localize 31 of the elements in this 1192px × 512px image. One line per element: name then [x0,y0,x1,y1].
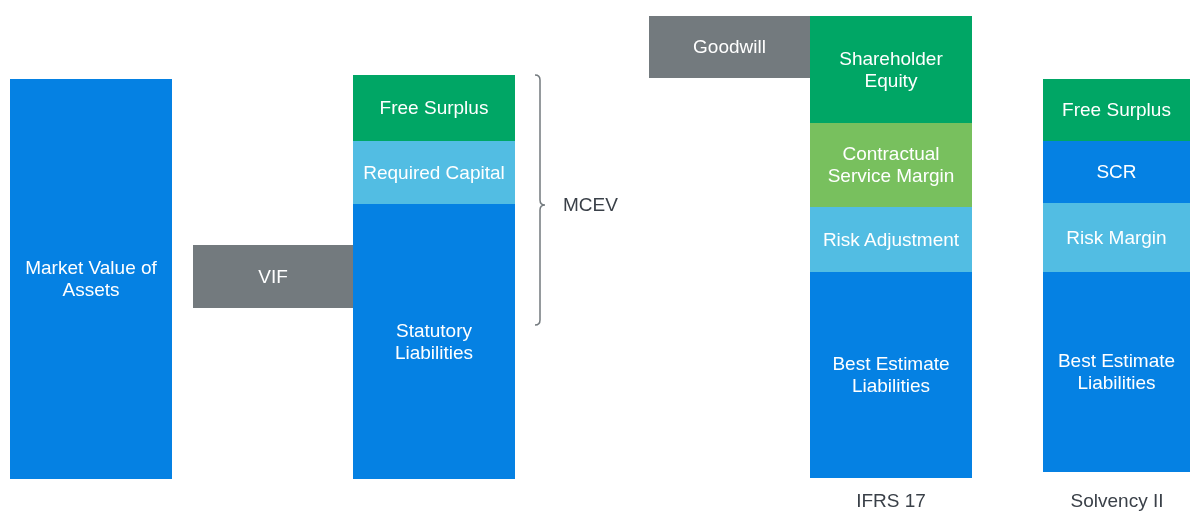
stack-segment [810,16,972,123]
stack-segment [353,141,515,204]
segment-label: Best Estimate Liabilities [1056,350,1177,394]
segment-label: Free Surplus [1061,99,1172,121]
stack-segment [810,272,972,478]
segment-label: Free Surplus [378,97,490,119]
stack-segment [1043,141,1190,203]
column-label: Solvency II [1070,490,1164,512]
segment-label: Market Value of Assets [24,257,158,301]
segment-label: VIF [257,265,289,288]
value-block [193,245,353,308]
segment-label: Statutory Liabilities [393,319,475,364]
segment-label: Contractual Service Margin [826,143,956,187]
segment-label: Required Capital [362,161,506,184]
value-block [649,16,810,78]
stack-segment [353,204,515,479]
stack-segment [1043,79,1190,141]
stack-segment [810,207,972,272]
segment-label: Shareholder Equity [838,47,944,92]
segment-label: Risk Margin [1065,226,1168,249]
segment-label: Goodwill [692,36,767,58]
segment-label: Risk Adjustment [821,228,961,251]
segment-label: Best Estimate Liabilities [831,353,951,397]
stack-segment [810,123,972,207]
stack-segment [1043,203,1190,272]
bracket-label: MCEV [563,194,618,216]
stack-segment [1043,272,1190,472]
stack-segment [353,75,515,141]
segment-label: SCR [1095,161,1138,183]
asset-bar [10,79,172,479]
column-label: IFRS 17 [856,490,926,512]
